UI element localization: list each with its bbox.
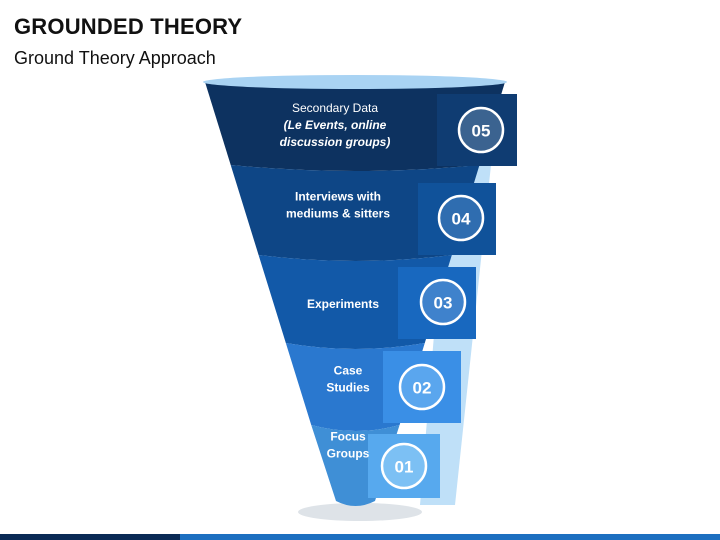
- page-title: GROUNDED THEORY: [14, 14, 243, 39]
- step-number: 02: [413, 379, 432, 398]
- step-circle-04: [437, 194, 485, 242]
- step-circle-01: [380, 442, 428, 490]
- step-number: 03: [434, 294, 453, 313]
- step-circle-02: [398, 363, 446, 411]
- stage-label-note: (Le Events, online: [284, 118, 387, 132]
- stage-label-line: Interviews with: [295, 190, 381, 204]
- stage-label-line: Secondary Data: [292, 101, 378, 115]
- funnel-segment-05: [205, 82, 505, 171]
- funnel-shadow: [298, 503, 422, 521]
- stage-label-line: Studies: [326, 381, 370, 395]
- stage-label-line: Groups: [327, 447, 370, 461]
- footer-bar-blue: [180, 534, 720, 540]
- step-number: 05: [472, 122, 491, 141]
- step-circle-03: [419, 278, 467, 326]
- footer-bar-dark: [0, 534, 180, 540]
- step-circle-05: [457, 106, 505, 154]
- stage-label-line: Focus: [330, 430, 366, 444]
- step-number: 04: [452, 210, 471, 229]
- stage-label-line: Experiments: [307, 297, 379, 311]
- funnel-segment-04: [230, 165, 480, 261]
- step-number: 01: [395, 458, 414, 477]
- page-subtitle: Ground Theory Approach: [14, 48, 216, 68]
- funnel-top-rim: [203, 75, 507, 89]
- stage-label-note: discussion groups): [280, 135, 391, 149]
- stage-label-line: mediums & sitters: [286, 207, 390, 221]
- stage-label-line: Case: [334, 364, 363, 378]
